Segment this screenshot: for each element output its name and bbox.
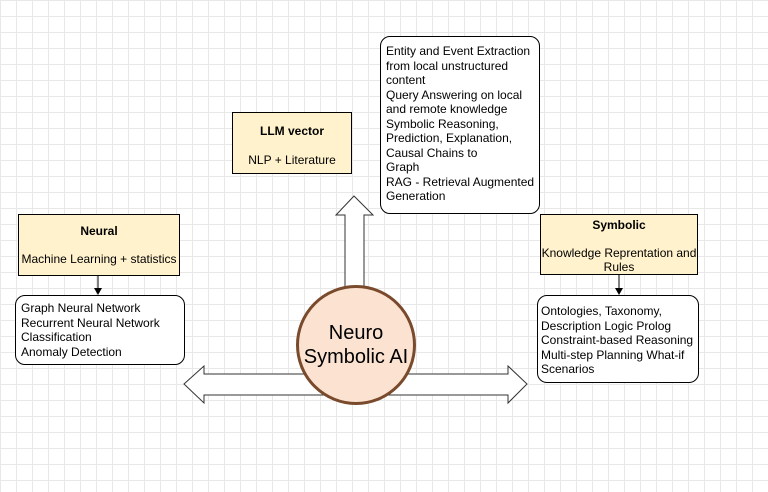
symbolic-methods-list: Ontologies, Taxonomy, Description Logic … [537,295,699,383]
list-item: content [386,73,426,87]
list-item: Symbolic Reasoning, [386,116,499,131]
neural-methods-list: Graph Neural Network Recurrent Neural Ne… [15,295,185,365]
symbolic-subtitle-line1: Knowledge Reprentation and [541,246,697,260]
neuro-symbolic-ai-node: Neuro Symbolic AI [296,285,416,405]
list-item: Causal Chains to [386,145,478,160]
llm-vector-subtitle: NLP + Literature [248,153,336,167]
list-item: Generation [386,189,446,203]
list-item: from local unstructured [386,58,509,73]
center-label-line1: Neuro [328,322,384,344]
neural-connector-arrowhead [94,288,102,295]
list-item: Anomaly Detection [21,344,122,359]
list-item: RAG - Retrieval Augmented [386,174,535,189]
list-item: Scenarios [541,362,595,376]
center-label-line2: Symbolic AI [303,346,409,368]
symbolic-subtitle-line2: Rules [603,260,635,274]
list-item: Graph [386,160,420,174]
list-item: Entity and Event Extraction [386,44,531,58]
list-item: Classification [21,330,92,344]
list-item: Graph Neural Network [21,301,141,315]
llm-vector-title: LLM vector [259,124,324,138]
upward-arrow [334,195,375,291]
symbolic-connector-arrowhead [615,288,623,295]
list-item: Ontologies, Taxonomy, [541,304,662,318]
neural-box: Neural Machine Learning + statistics [18,214,180,276]
list-item: Multi-step Planning What-if [541,347,685,362]
list-item: Constraint-based Reasoning [541,333,694,347]
llm-vector-box: LLM vector NLP + Literature [232,112,352,174]
neural-subtitle: Machine Learning + statistics [21,252,177,266]
list-item: Recurrent Neural Network [21,315,160,330]
list-item: Prediction, Explanation, [386,131,513,145]
neural-title: Neural [80,224,118,238]
list-item: Description Logic Prolog [541,318,672,333]
symbolic-box: Symbolic Knowledge Reprentation and Rule… [540,214,698,275]
llm-capabilities-list: Entity and Event Extraction from local u… [380,36,540,214]
symbolic-title: Symbolic [592,218,646,232]
list-item: Query Answering on local [386,87,523,102]
list-item: and remote knowledge [386,102,508,116]
